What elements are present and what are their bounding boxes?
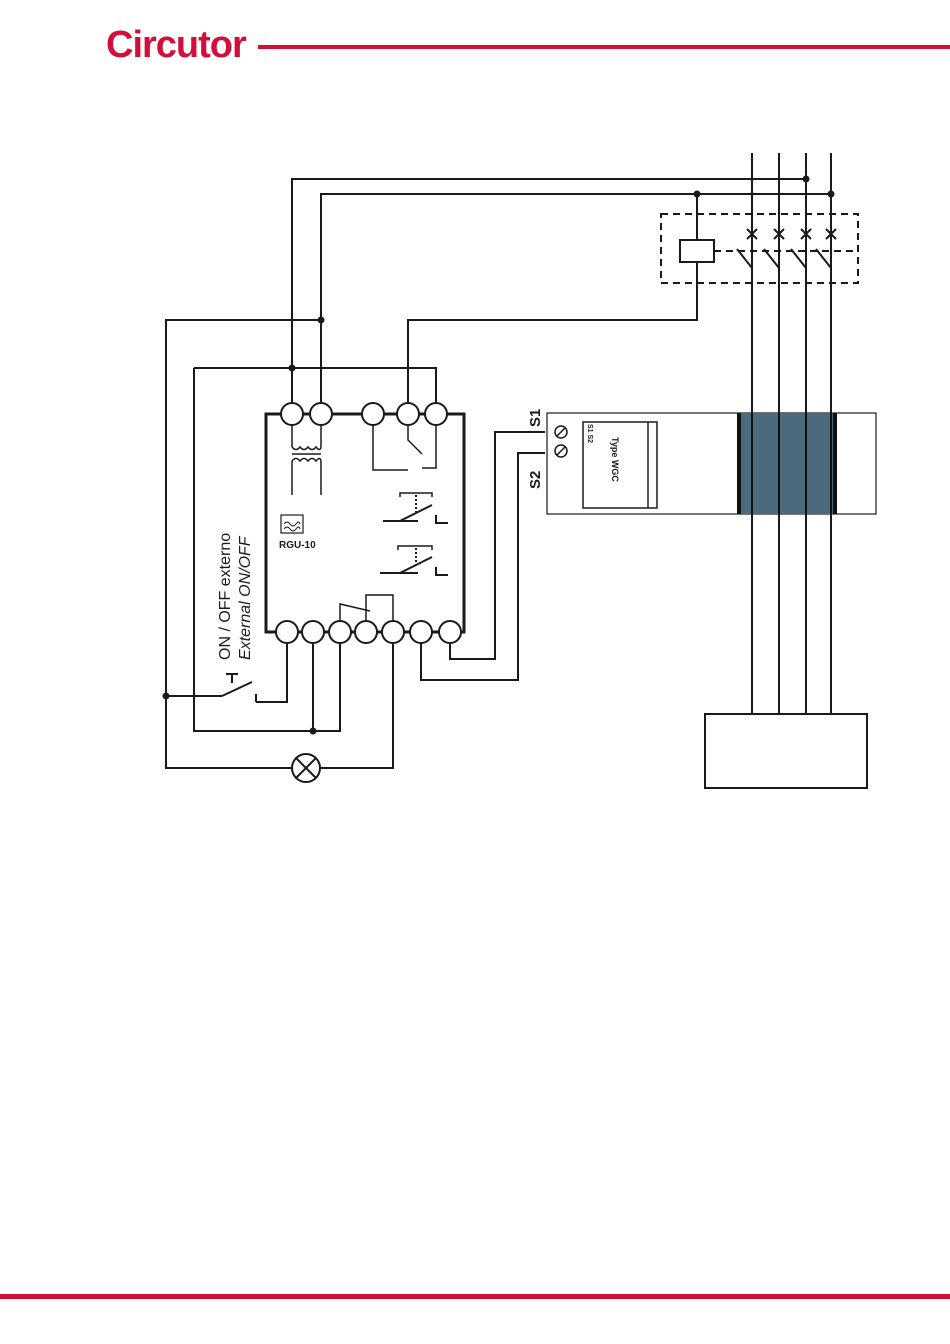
- terminal: [439, 621, 461, 643]
- supply-wire-2: [321, 194, 831, 410]
- device-label: RGU-10: [279, 540, 316, 551]
- contactor-coil: [680, 240, 714, 262]
- junction-dot: [803, 176, 810, 183]
- junction-dot: [318, 317, 325, 324]
- sensor-wgc: Type WGC S1 S2: [547, 413, 876, 514]
- sensor-terminals: S1 S2: [586, 424, 593, 443]
- switch-label-en: External ON/OFF: [237, 535, 254, 660]
- junction-dot: [289, 365, 296, 372]
- junction-dot: [828, 191, 835, 198]
- junction-dot: [163, 693, 170, 700]
- lamp-icon: [292, 754, 320, 782]
- junction-dot: [694, 191, 701, 198]
- terminal: [382, 621, 404, 643]
- footer-rule: [0, 1294, 950, 1299]
- terminal-s2-label: S2: [527, 471, 544, 489]
- terminal: [410, 621, 432, 643]
- sensor-label: Type WGC: [610, 437, 620, 482]
- switch-wire-right: [256, 644, 287, 702]
- contactor-box: [661, 214, 858, 283]
- terminal: [355, 621, 377, 643]
- supply-wire-1: [292, 179, 806, 410]
- load-box: [705, 714, 867, 788]
- contactor-coil-wire: [408, 262, 697, 410]
- junction-dot: [310, 728, 317, 735]
- terminal: [281, 403, 303, 425]
- terminal: [425, 403, 447, 425]
- terminal: [302, 621, 324, 643]
- external-switch-symbol: [222, 674, 256, 702]
- lamp-wire-right: [320, 644, 393, 768]
- terminal: [276, 621, 298, 643]
- terminal: [397, 403, 419, 425]
- relay-body: RGU-10: [266, 403, 464, 643]
- terminal-s1-label: S1: [527, 409, 544, 427]
- terminal: [362, 403, 384, 425]
- terminal: [310, 403, 332, 425]
- terminal: [329, 621, 351, 643]
- switch-label-es: ON / OFF externo: [217, 533, 234, 660]
